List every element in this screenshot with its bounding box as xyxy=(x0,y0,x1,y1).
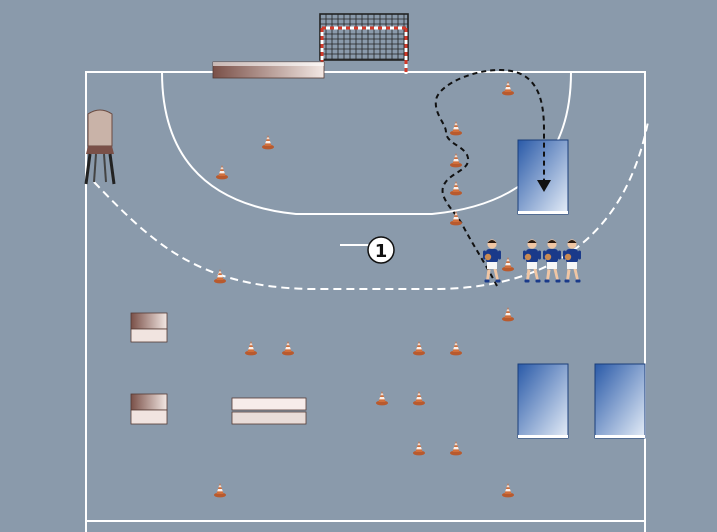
station-marker: 1 xyxy=(367,236,395,264)
free-throw-line xyxy=(93,121,649,290)
landing-mat-icon xyxy=(517,363,569,439)
arrow-head-icon xyxy=(537,180,551,192)
court-outline xyxy=(85,71,646,532)
vaulting-box-icon xyxy=(84,109,116,185)
box-stack-icon xyxy=(130,312,168,343)
bench-icon xyxy=(212,61,325,79)
goal-area-line xyxy=(161,71,572,215)
station-marker-circle xyxy=(367,236,395,264)
court-lines xyxy=(85,71,649,532)
landing-mat-icon xyxy=(517,139,569,215)
box-stacks xyxy=(130,312,307,425)
bench-icon xyxy=(231,397,307,425)
goal-net-icon xyxy=(319,13,409,74)
landing-mat-icon xyxy=(594,363,646,439)
station-marker-label: 1 xyxy=(375,241,388,262)
box-stack-icon xyxy=(130,393,168,425)
